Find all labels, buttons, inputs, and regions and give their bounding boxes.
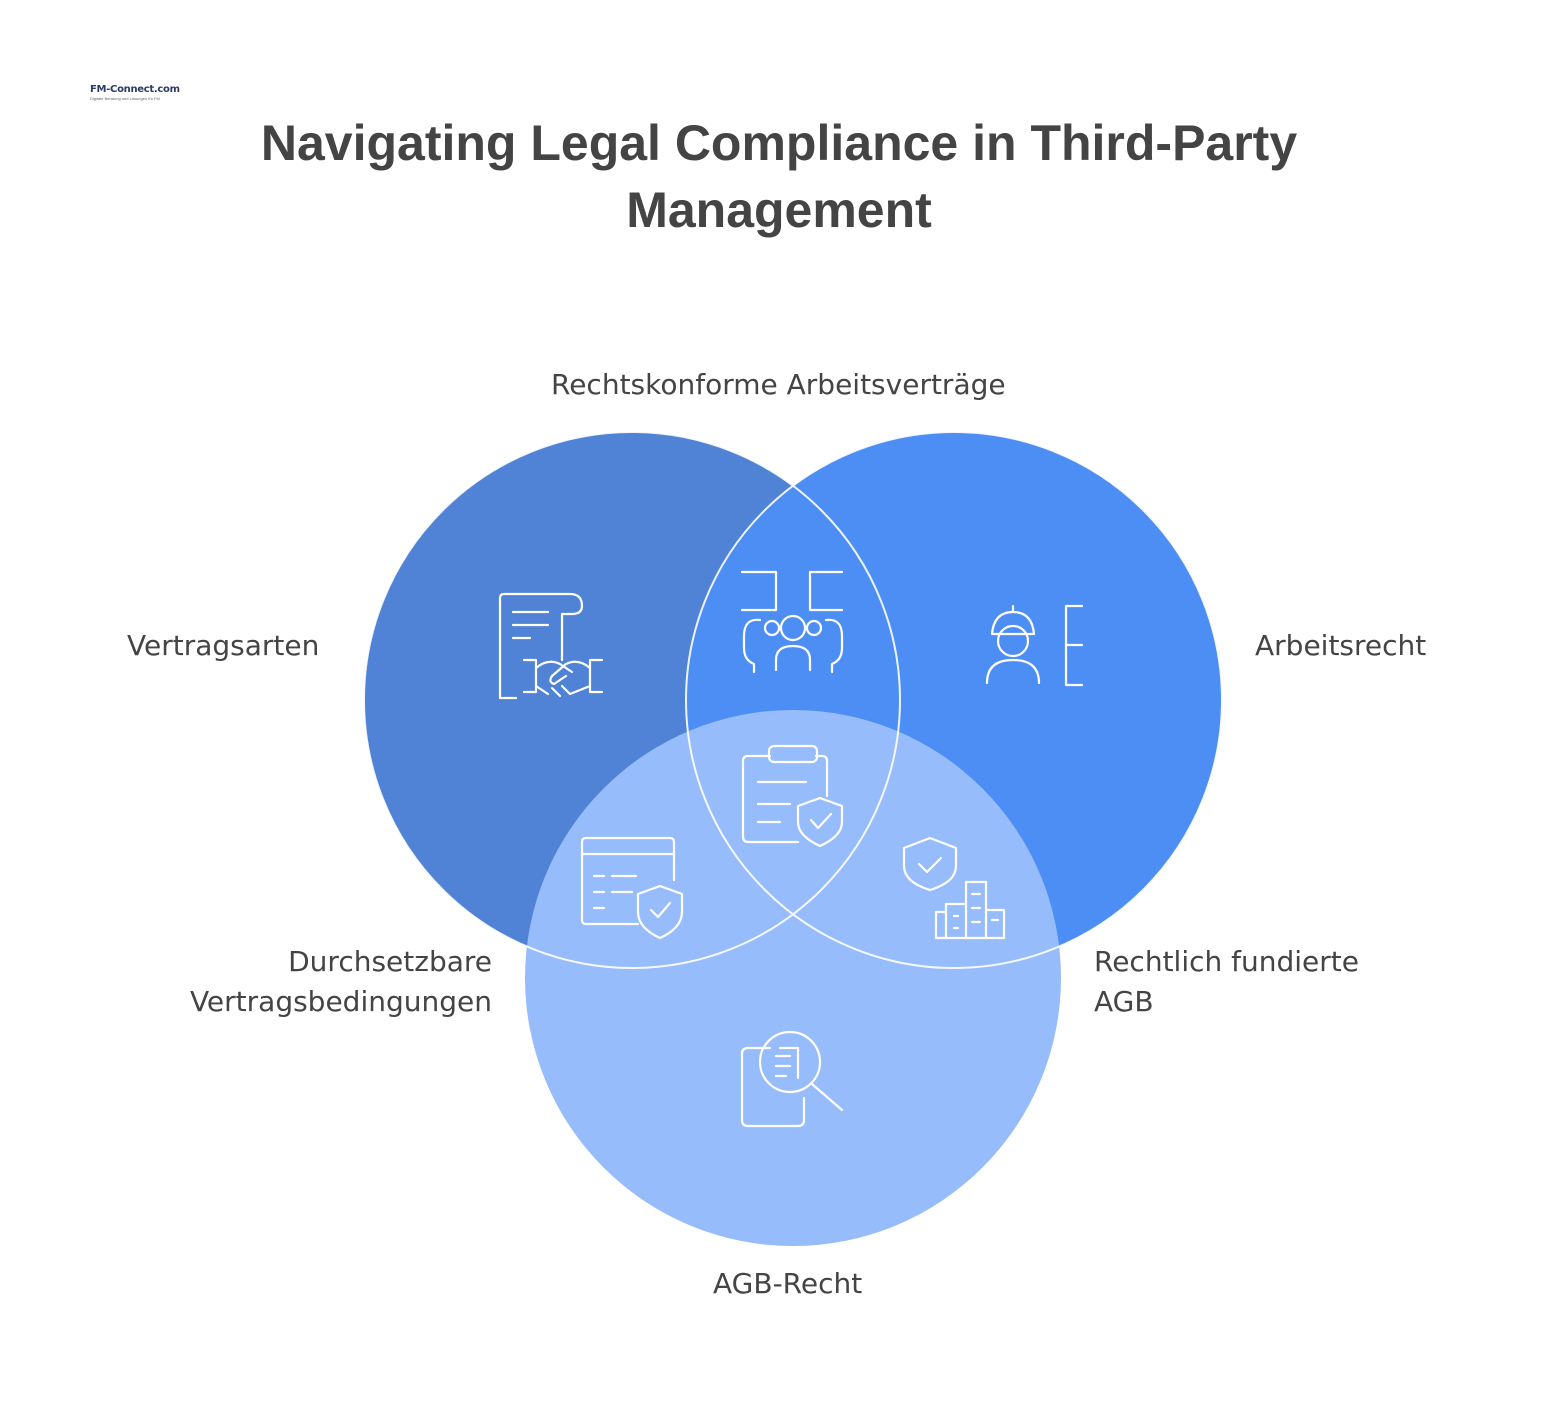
clipboard-shield-icon [741, 744, 844, 848]
circle-agb-recht [525, 710, 1061, 1246]
document-search-icon [740, 1030, 844, 1128]
label-rechtlich-line-1: Rechtlich fundierte [1094, 945, 1359, 978]
worker-icon [985, 604, 1084, 687]
contract-handshake-icon [498, 592, 604, 700]
logo-text: FM-Connect.com [90, 84, 180, 95]
label-durchsetzbare-line-2: Vertragsbedingungen [189, 985, 492, 1018]
logo: FM-Connect.com Digitale Beratung und Lös… [80, 80, 180, 106]
label-arbeitsrecht: Arbeitsrecht [1255, 629, 1427, 662]
shield-buildings-icon [902, 836, 1006, 940]
label-agb-recht: AGB-Recht [713, 1267, 863, 1300]
outline-vertragsarten [363, 431, 901, 969]
label-rechtskonforme-arbeitsvertraege: Rechtskonforme Arbeitsverträge [551, 368, 1006, 401]
title-line-1: Navigating Legal Compliance in Third-Par… [260, 115, 1298, 171]
page-title: Navigating Legal Compliance in Third-Par… [0, 110, 1558, 244]
title-line-2: Management [626, 182, 932, 238]
label-durchsetzbare-vertragsbedingungen: Durchsetzbare Vertragsbedingungen [160, 942, 492, 1022]
label-durchsetzbare-line-1: Durchsetzbare [288, 945, 492, 978]
label-vertragsarten: Vertragsarten [127, 629, 320, 662]
label-rechtlich-fundierte-agb: Rechtlich fundierte AGB [1094, 942, 1359, 1022]
team-support-icon [740, 570, 844, 674]
logo-tagline: Digitale Beratung und Lösungen für FM [90, 96, 160, 101]
outline-arbeitsrecht [685, 431, 1223, 969]
label-rechtlich-line-2: AGB [1094, 985, 1154, 1018]
document-shield-icon [580, 836, 684, 940]
